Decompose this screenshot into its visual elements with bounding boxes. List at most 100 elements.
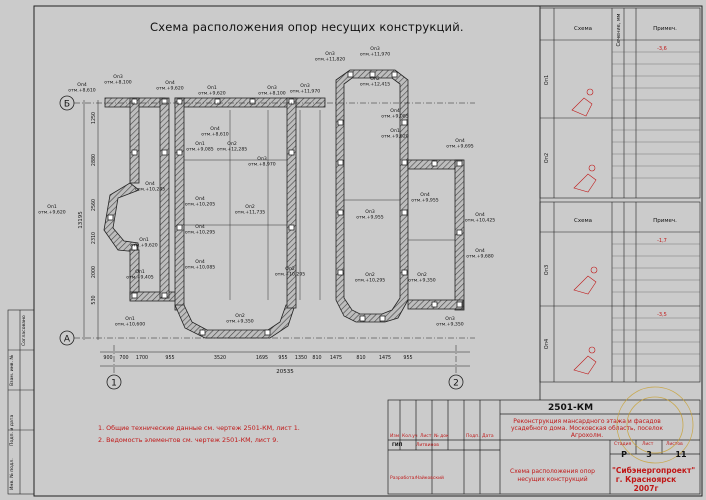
support-label-name: Оп4 (195, 259, 205, 265)
support-label-mark: отм.+11,820 (315, 57, 345, 63)
side-stamp-agreed: Согласовано (22, 315, 27, 346)
sheets-value: 11 (675, 450, 687, 459)
dimension-left: 2560 (91, 199, 97, 211)
support-label-name: Оп4 (195, 196, 205, 202)
role-developer: Разработал (390, 476, 418, 481)
spec-row-op2: Оп2 (544, 153, 550, 163)
dimension-left: 1250 (91, 112, 97, 124)
support-label-name: Оп3 (257, 156, 267, 162)
support-label-name: Оп2 (235, 313, 245, 319)
support-label-mark: отм.+9,350 (408, 278, 435, 284)
col-doc: № док (434, 434, 449, 439)
stage-label: Стадия (614, 442, 632, 447)
support-label-mark: отм.+9,955 (411, 198, 438, 204)
person-gip: Литвинов (416, 443, 439, 448)
support-label-mark: отм.+9,680 (466, 254, 493, 260)
support-label-name: Оп4 (165, 80, 175, 86)
dimension-bottom: 955 (403, 355, 412, 361)
col-qty: Кол.уч (402, 434, 418, 439)
support-label-mark: отм.+11,970 (360, 52, 390, 58)
axis-label-b: Б (64, 100, 70, 110)
dimension-bottom: 810 (312, 355, 321, 361)
support-label-name: Оп2 (417, 272, 427, 278)
support-label-name: Оп3 (445, 316, 455, 322)
stage-value: Р (621, 450, 627, 459)
axis-label-a: А (64, 335, 71, 345)
drawing-code: 2501-КМ (548, 403, 594, 413)
dimension-bottom: 1475 (379, 355, 391, 361)
support-label-mark: отм.+10,295 (355, 278, 385, 284)
support-label-name: Оп2 (365, 272, 375, 278)
axis-label-1: 1 (111, 379, 117, 389)
support-label-name: Оп1 (195, 141, 205, 147)
spec-sketches (571, 88, 598, 375)
support-label-name: Оп1 (47, 204, 57, 210)
spec-value-1: -3,6 (657, 46, 667, 52)
support-label-name: Оп4 (420, 192, 430, 198)
support-label-name: Оп4 (195, 224, 205, 230)
dimension-bottom: 955 (278, 355, 287, 361)
dimension-bottom: 1700 (136, 355, 148, 361)
spec-col-header-scheme-2: Схема (574, 218, 592, 224)
support-label-name: Оп1 (135, 269, 145, 275)
spec-col-header-note: Примеч. (653, 26, 677, 32)
organization: "Сибэнергопроект" г. Красноярск 2007г (612, 466, 696, 493)
support-label-name: Оп4 (77, 82, 87, 88)
support-label-name: Оп4 (455, 138, 465, 144)
support-label-name: Оп2 (245, 204, 255, 210)
support-label-mark: отм.+11,735 (235, 210, 265, 216)
axis-bubble-b (59, 95, 75, 111)
spec-row-op4: Оп4 (544, 339, 550, 349)
sheet-label: Лист (642, 442, 654, 447)
support-label-mark: отм.+8,100 (258, 91, 285, 97)
total-bottom-dimension: 20535 (276, 369, 294, 375)
sheet-value: 3 (646, 450, 652, 459)
support-label-mark: отм.+10,425 (465, 218, 495, 224)
support-label-name: Оп3 (300, 83, 310, 89)
support-label-mark: отм.+11,970 (290, 89, 320, 95)
side-stamp-grid (7, 309, 35, 495)
dimension-left: 530 (91, 295, 97, 304)
axis-lines (74, 102, 475, 375)
project-name: Реконструкция мансардного этажа и фасадо… (510, 418, 664, 440)
stamp-seal (616, 386, 694, 464)
note-2: 2. Ведомость элементов см. чертеж 2501-К… (98, 436, 279, 444)
spec-col-header-1: Сечение, мм (616, 13, 622, 46)
support-label-name: Оп4 (475, 212, 485, 218)
support-label-mark: отм.+12,285 (217, 147, 247, 153)
axis-bubble-1 (106, 374, 122, 390)
support-label-name: Оп3 (365, 209, 375, 215)
support-label-name: Оп3 (267, 85, 277, 91)
support-label-mark: отм.+9,405 (126, 275, 153, 281)
title-block-grid (387, 399, 701, 495)
support-label-mark: отм.+9,620 (381, 134, 408, 140)
dimension-bottom: 3520 (214, 355, 226, 361)
support-label-name: Оп3 (370, 46, 380, 52)
support-label-name: Оп1 (139, 237, 149, 243)
person-developer: Чайковский (416, 476, 444, 481)
side-stamp-replace: Взам. инв. № (10, 354, 15, 386)
dimension-bottom: 700 (119, 355, 128, 361)
axis-bubble-a (59, 330, 75, 346)
support-label-name: Оп4 (475, 248, 485, 254)
axis-bubble-2 (448, 374, 464, 390)
support-label-name: Оп4 (210, 126, 220, 132)
support-label-mark: отм.+9,620 (130, 243, 157, 249)
support-label-mark: отм.+8,610 (201, 132, 228, 138)
sheet-name: Схема расположения опор несущих конструк… (510, 468, 595, 483)
spec-value-2: -1,7 (657, 238, 667, 244)
dimension-bottom: 955 (165, 355, 174, 361)
support-label-mark: отм.+9,620 (198, 91, 225, 97)
sheets-label: Листов (666, 442, 683, 447)
dimension-left: 2310 (91, 232, 97, 244)
support-label-name: Оп1 (390, 128, 400, 134)
dimension-bottom: 810 (356, 355, 365, 361)
dimension-bottom: 1475 (330, 355, 342, 361)
general-notes: 1. Общие технические данные см. чертеж 2… (98, 422, 300, 446)
dimension-left: 2000 (91, 266, 97, 278)
support-label-mark: отм.+9,085 (186, 147, 213, 153)
spec-value-3: -3,5 (657, 312, 667, 318)
